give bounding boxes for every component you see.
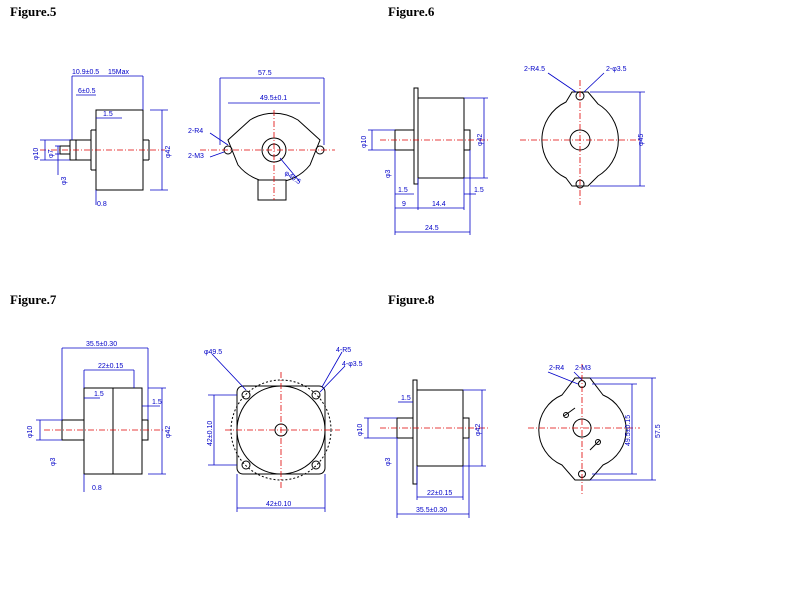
fig6-side-dim-3: φ42 [477,134,484,146]
fig5-front-dim-3: 2-R4 [188,128,203,135]
fig8-front-dim-1: 2-R4 [549,365,564,372]
fig6-side-dim-2: φ3 [385,169,392,178]
fig5-front-view: 57.5 49.5±0.1 2-R4 2-M3 φ40.5 [188,70,335,201]
fig6-side-dim-8: 24.5 [425,225,439,232]
fig6-front-view: 2-R4.5 2-φ3.5 φ45 [520,66,645,205]
fig8-side-dim-3: φ3 [385,457,392,466]
figure-5-title: Figure.5 [10,4,57,19]
fig5-side-view: 10.9±0.5 15Max 6±0.5 1.5 φ10 φ7 φ3 φ42 0… [33,69,172,208]
fig5-front-dim-2: 49.5±0.1 [260,95,287,102]
fig7-side-dim-7: φ42 [165,426,172,438]
fig8-side-dim-5: 22±0.15 [427,490,452,497]
fig8-front-dim-3: 49.5±0.15 [625,415,632,446]
fig7-front-dim-3: 4-φ3.5 [342,361,363,368]
fig7-side-dim-2: 22±0.15 [98,363,123,370]
fig7-side-dim-6: φ3 [50,457,57,466]
fig5-side-dim-6: φ7 [48,149,55,158]
figure-6-title: Figure.6 [388,4,435,19]
fig6-side-dim-5: 1.5 [474,187,484,194]
fig8-side-view: 1.5 φ10 φ3 φ42 22±0.15 35.5±0.30 [357,379,488,518]
fig8-side-dim-1: 1.5 [401,395,411,402]
fig7-side-dim-8: 0.8 [92,485,102,492]
fig5-side-dim-9: 0.8 [97,201,107,208]
fig8-front-view: 2-R4 2-M3 49.5±0.15 57.5 [528,364,662,494]
fig6-side-dim-7: 14.4 [432,201,446,208]
fig5-front-dim-4: 2-M3 [188,153,204,160]
fig8-side-dim-6: 35.5±0.30 [416,507,447,514]
fig5-side-dim-7: φ3 [61,176,68,185]
figure-7-title: Figure.7 [10,292,57,307]
fig6-front-dim-1: 2-R4.5 [524,66,545,73]
fig7-front-dim-1: φ49.5 [204,349,222,356]
fig7-side-dim-4: 1.5 [152,399,162,406]
fig7-side-dim-5: φ10 [27,426,34,438]
fig5-side-dim-2: 15Max [108,69,130,76]
fig5-front-dim-1: 57.5 [258,70,272,77]
fig8-side-dim-4: φ42 [475,424,482,436]
fig7-side-dim-1: 35.5±0.30 [86,341,117,348]
fig6-side-view: φ10 φ3 φ42 1.5 1.5 9 14.4 24.5 [361,87,490,235]
fig5-side-dim-5: φ10 [33,148,40,160]
fig7-side-view: 35.5±0.30 22±0.15 1.5 1.5 φ10 φ3 φ42 0.8 [27,341,172,492]
fig6-side-dim-4: 1.5 [398,187,408,194]
fig8-side-dim-2: φ10 [357,424,364,436]
fig5-side-dim-1: 10.9±0.5 [72,69,99,76]
fig7-front-dim-2: 4-R5 [336,347,351,354]
fig5-side-dim-8: φ42 [165,146,172,158]
fig7-side-dim-3: 1.5 [94,391,104,398]
fig6-side-dim-1: φ10 [361,136,368,148]
fig7-front-dim-5: 42±0.10 [266,501,291,508]
fig5-side-dim-3: 6±0.5 [78,88,96,95]
fig6-front-dim-3: φ45 [638,134,645,146]
fig7-front-dim-4: 42±0.10 [207,421,214,446]
fig6-side-dim-6: 9 [402,201,406,208]
fig7-front-view: φ49.5 4-R5 4-φ3.5 42±0.10 42±0.10 [204,347,363,512]
fig8-front-dim-4: 57.5 [655,424,662,438]
fig5-side-dim-4: 1.5 [103,111,113,118]
fig6-front-dim-2: 2-φ3.5 [606,66,627,73]
figure-8-title: Figure.8 [388,292,435,307]
fig8-front-dim-2: 2-M3 [575,365,591,372]
